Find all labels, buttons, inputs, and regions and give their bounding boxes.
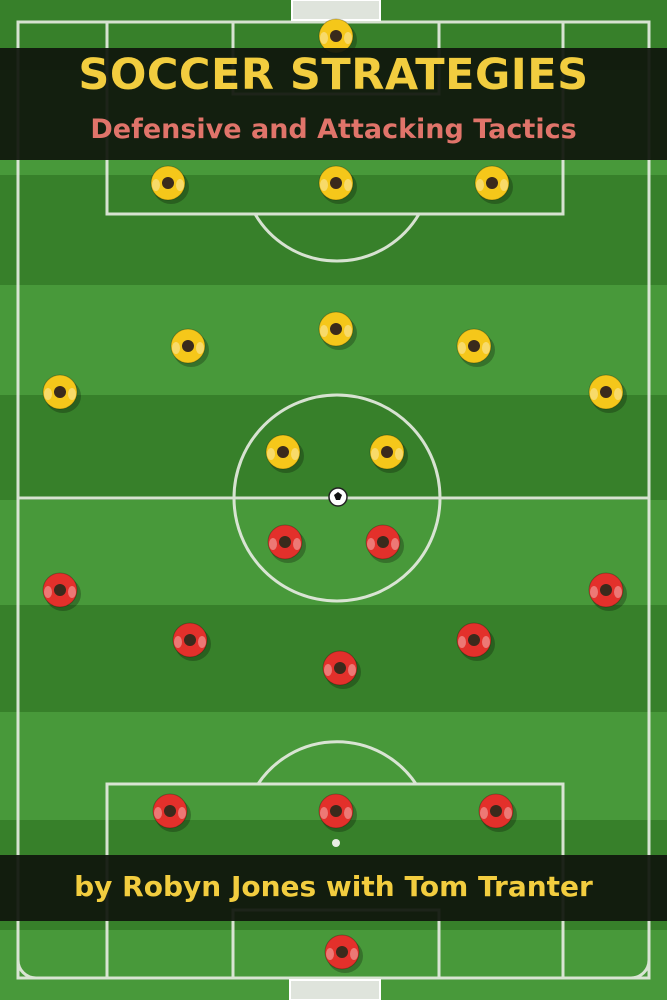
- soccer-ball-icon: [328, 487, 348, 507]
- book-title: SOCCER STRATEGIES: [78, 50, 589, 100]
- corner-arc: [630, 959, 651, 980]
- yellow-player-icon: [318, 311, 357, 350]
- book-subtitle: Defensive and Attacking Tactics: [90, 114, 577, 145]
- grass-stripe: [0, 500, 667, 605]
- bottom-penalty-arc: [256, 740, 418, 785]
- grass-stripe: [0, 395, 667, 500]
- title-band: [0, 48, 667, 160]
- players: [42, 18, 627, 973]
- author-credit: by Robyn Jones with Tom Tranter: [74, 870, 593, 903]
- yellow-player-icon: [474, 165, 513, 204]
- corner-arc: [16, 959, 37, 980]
- red-player-icon: [322, 650, 361, 689]
- yellow-player-icon: [170, 328, 209, 367]
- yellow-player-icon: [42, 374, 81, 413]
- red-player-icon: [42, 572, 81, 611]
- red-player-icon: [478, 793, 517, 832]
- yellow-player-icon: [318, 165, 357, 204]
- bottom-goal-net: [289, 979, 381, 1000]
- red-player-icon: [267, 524, 306, 563]
- penalty-spot: [332, 839, 340, 847]
- yellow-player-icon: [588, 374, 627, 413]
- red-player-icon: [365, 524, 404, 563]
- yellow-player-icon: [265, 434, 304, 473]
- goals: [289, 0, 381, 1000]
- red-player-icon: [152, 793, 191, 832]
- red-player-icon: [318, 793, 357, 832]
- red-player-icon: [456, 622, 495, 661]
- top-goal-net: [291, 0, 381, 21]
- yellow-player-icon: [369, 434, 408, 473]
- top-penalty-arc: [253, 213, 421, 263]
- yellow-player-icon: [150, 165, 189, 204]
- author-band: [0, 855, 667, 921]
- center-circle: [232, 393, 442, 603]
- red-player-icon: [324, 934, 363, 973]
- yellow-player-icon: [456, 328, 495, 367]
- red-player-icon: [172, 622, 211, 661]
- red-player-icon: [588, 572, 627, 611]
